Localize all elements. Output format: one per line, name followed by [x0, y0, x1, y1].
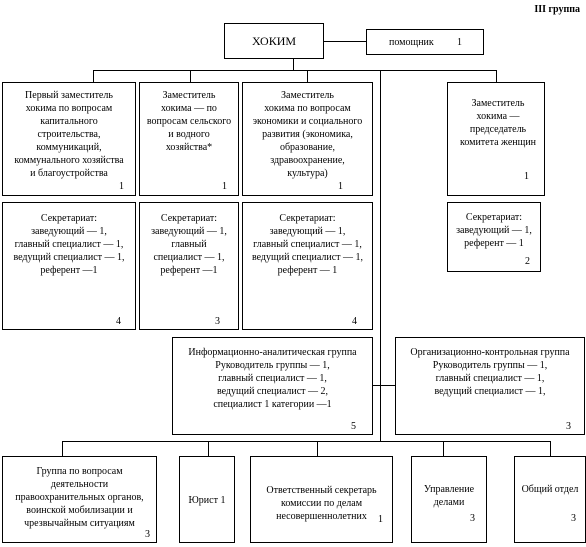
general-department-text: Общий отдел — [521, 484, 579, 495]
secretariat-4-text: Секретариат: заведующий — 1, референт — … — [456, 212, 532, 249]
secretariat-box-1: Секретариат: заведующий — 1, главный спе… — [2, 202, 136, 330]
law-enforcement-group-number: 3 — [145, 529, 150, 540]
minors-commission-number: 1 — [378, 514, 383, 525]
deputy-4-text: Заместитель хокима — председатель комите… — [459, 98, 537, 148]
secretariat-1-number: 4 — [116, 316, 121, 327]
deputy-box-3: Заместитель хокима по вопросам экономики… — [242, 82, 373, 196]
secretariat-box-2: Секретариат: заведующий — 1, главный спе… — [139, 202, 239, 330]
secretariat-box-4: Секретариат: заведующий — 1, референт — … — [447, 202, 541, 272]
info-analytic-group-text: Информационно-аналитическая группа Руков… — [188, 347, 357, 410]
administration-box: Управление делами 3 — [411, 456, 487, 543]
deputy-4-drop — [496, 70, 497, 82]
deputy-1-drop — [93, 70, 94, 82]
deputy-1-text: Первый заместитель хокима по вопросам ка… — [14, 90, 124, 179]
hokim-label: ХОКИМ — [251, 34, 297, 48]
hokim-trunk — [293, 58, 294, 71]
law-enforcement-group-text: Группа по вопросам деятельности правоохр… — [15, 466, 144, 529]
secretariat-2-number: 3 — [215, 316, 220, 327]
info-analytic-group-number: 5 — [351, 421, 356, 432]
secretariat-2-text: Секретариат: заведующий — 1, главный спе… — [151, 213, 227, 276]
info-analytic-group-box: Информационно-аналитическая группа Руков… — [172, 337, 373, 435]
deputy-3-drop — [307, 70, 308, 82]
lawyer-box: Юрист 1 — [179, 456, 235, 543]
diagram-title: III группа — [534, 4, 580, 15]
bottom-3-drop — [317, 441, 318, 456]
hokim-assistant-connector — [323, 41, 366, 42]
secretariat-4-number: 2 — [525, 256, 530, 267]
deputy-box-4: Заместитель хокима — председатель комите… — [447, 82, 545, 196]
deputy-3-number: 1 — [338, 181, 343, 192]
deputies-bus — [93, 70, 496, 71]
minors-commission-box: Ответственный секретарь комиссии по дела… — [250, 456, 393, 543]
deputy-2-drop — [190, 70, 191, 82]
secretariat-3-text: Секретариат: заведующий — 1, главный спе… — [251, 213, 364, 276]
secretariat-box-3: Секретариат: заведующий — 1, главный спе… — [242, 202, 373, 330]
bottom-bus — [62, 441, 550, 442]
deputy-2-text: Заместитель хокима — по вопросам сельско… — [146, 90, 232, 153]
org-control-group-number: 3 — [566, 421, 571, 432]
org-control-group-text: Организационно-контрольная группа Руково… — [410, 347, 570, 397]
assistant-label: помощник — [389, 37, 434, 48]
administration-number: 3 — [470, 513, 475, 524]
secretariat-3-number: 4 — [352, 316, 357, 327]
secretariat-1-text: Секретариат: заведующий — 1, главный спе… — [13, 213, 125, 276]
deputy-2-number: 1 — [222, 181, 227, 192]
bottom-1-drop — [62, 441, 63, 456]
bottom-2-drop — [208, 441, 209, 456]
deputy-box-2: Заместитель хокима — по вопросам сельско… — [139, 82, 239, 196]
org-control-group-box: Организационно-контрольная группа Руково… — [395, 337, 585, 435]
deputy-box-1: Первый заместитель хокима по вопросам ка… — [2, 82, 136, 196]
bottom-5-drop — [550, 441, 551, 456]
law-enforcement-group-box: Группа по вопросам деятельности правоохр… — [2, 456, 157, 543]
hokim-box: ХОКИМ — [224, 23, 324, 59]
general-department-box: Общий отдел 3 — [514, 456, 586, 543]
deputy-1-number: 1 — [119, 181, 124, 192]
assistant-number: 1 — [457, 37, 462, 48]
deputy-3-text: Заместитель хокима по вопросам экономики… — [252, 90, 363, 179]
lawyer-text: Юрист 1 — [188, 495, 226, 506]
main-spine — [380, 70, 381, 442]
minors-commission-text: Ответственный секретарь комиссии по дела… — [266, 485, 377, 522]
groups-connector — [373, 385, 395, 386]
bottom-4-drop — [443, 441, 444, 456]
deputy-4-number: 1 — [524, 171, 529, 182]
assistant-box: помощник 1 — [366, 29, 484, 55]
general-department-number: 3 — [571, 513, 576, 524]
administration-text: Управление делами — [423, 484, 475, 508]
